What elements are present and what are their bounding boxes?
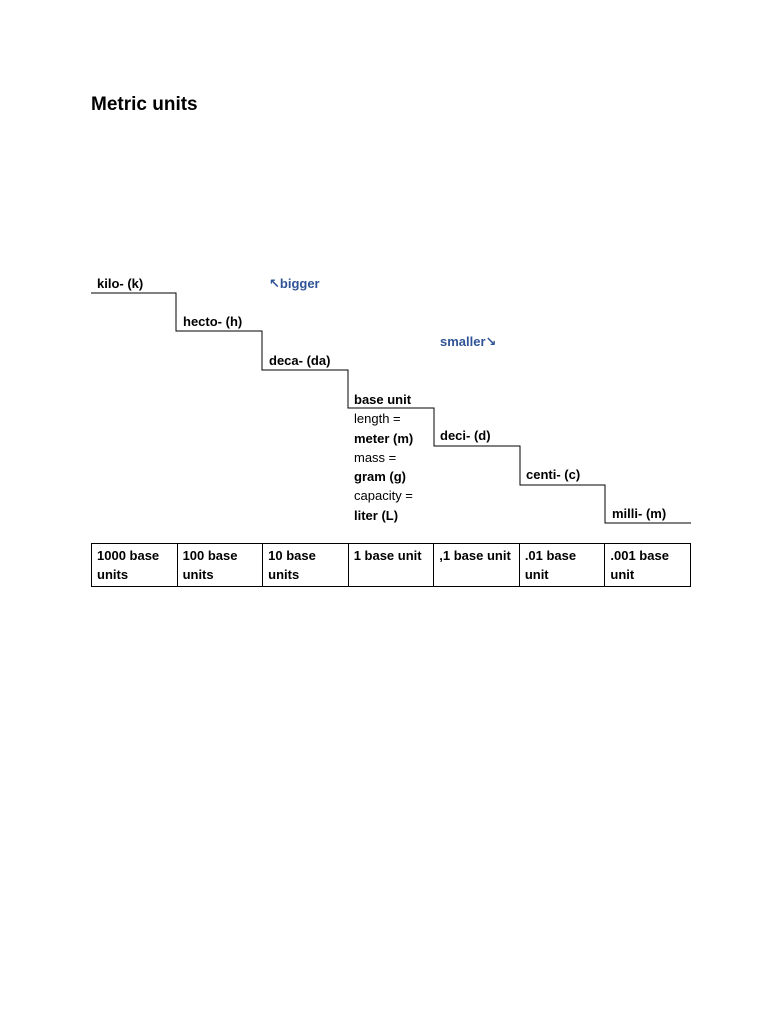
prefix-deci: deci- (d) — [440, 428, 491, 443]
capacity-value: liter (L) — [354, 507, 399, 523]
bigger-hint: ↖bigger — [269, 276, 320, 291]
mass-value: gram (g) — [354, 469, 406, 485]
length-value: meter (m) — [354, 430, 414, 446]
table-row: 1000 base units 100 base units 10 base u… — [91, 543, 691, 587]
prefix-hecto: hecto- (h) — [183, 314, 243, 329]
table-cell-deca: 10 base units — [262, 543, 349, 587]
smaller-hint: smaller↘ — [440, 334, 497, 349]
capacity-label: capacity = — [354, 488, 413, 504]
length-label: length = — [354, 411, 401, 427]
prefix-centi: centi- (c) — [526, 467, 581, 482]
table-cell-deci: ,1 base unit — [433, 543, 520, 587]
table-cell-milli: .001 base unit — [604, 543, 691, 587]
prefix-milli: milli- (m) — [612, 506, 667, 521]
table-cell-centi: .01 base unit — [518, 543, 606, 587]
base-unit-heading: base unit — [354, 392, 412, 407]
base-unit-description: base unit length = meter (m) mass = gram… — [354, 390, 413, 525]
page-title: Metric units — [91, 94, 198, 115]
prefix-deca: deca- (da) — [269, 353, 331, 368]
table-cell-kilo: 1000 base units — [91, 543, 178, 587]
mass-label: mass = — [354, 449, 397, 465]
prefix-kilo: kilo- (k) — [97, 276, 144, 291]
table-cell-hecto: 100 base units — [176, 543, 264, 587]
unit-value-table: 1000 base units 100 base units 10 base u… — [91, 543, 691, 587]
table-cell-base: 1 base unit — [347, 543, 435, 587]
